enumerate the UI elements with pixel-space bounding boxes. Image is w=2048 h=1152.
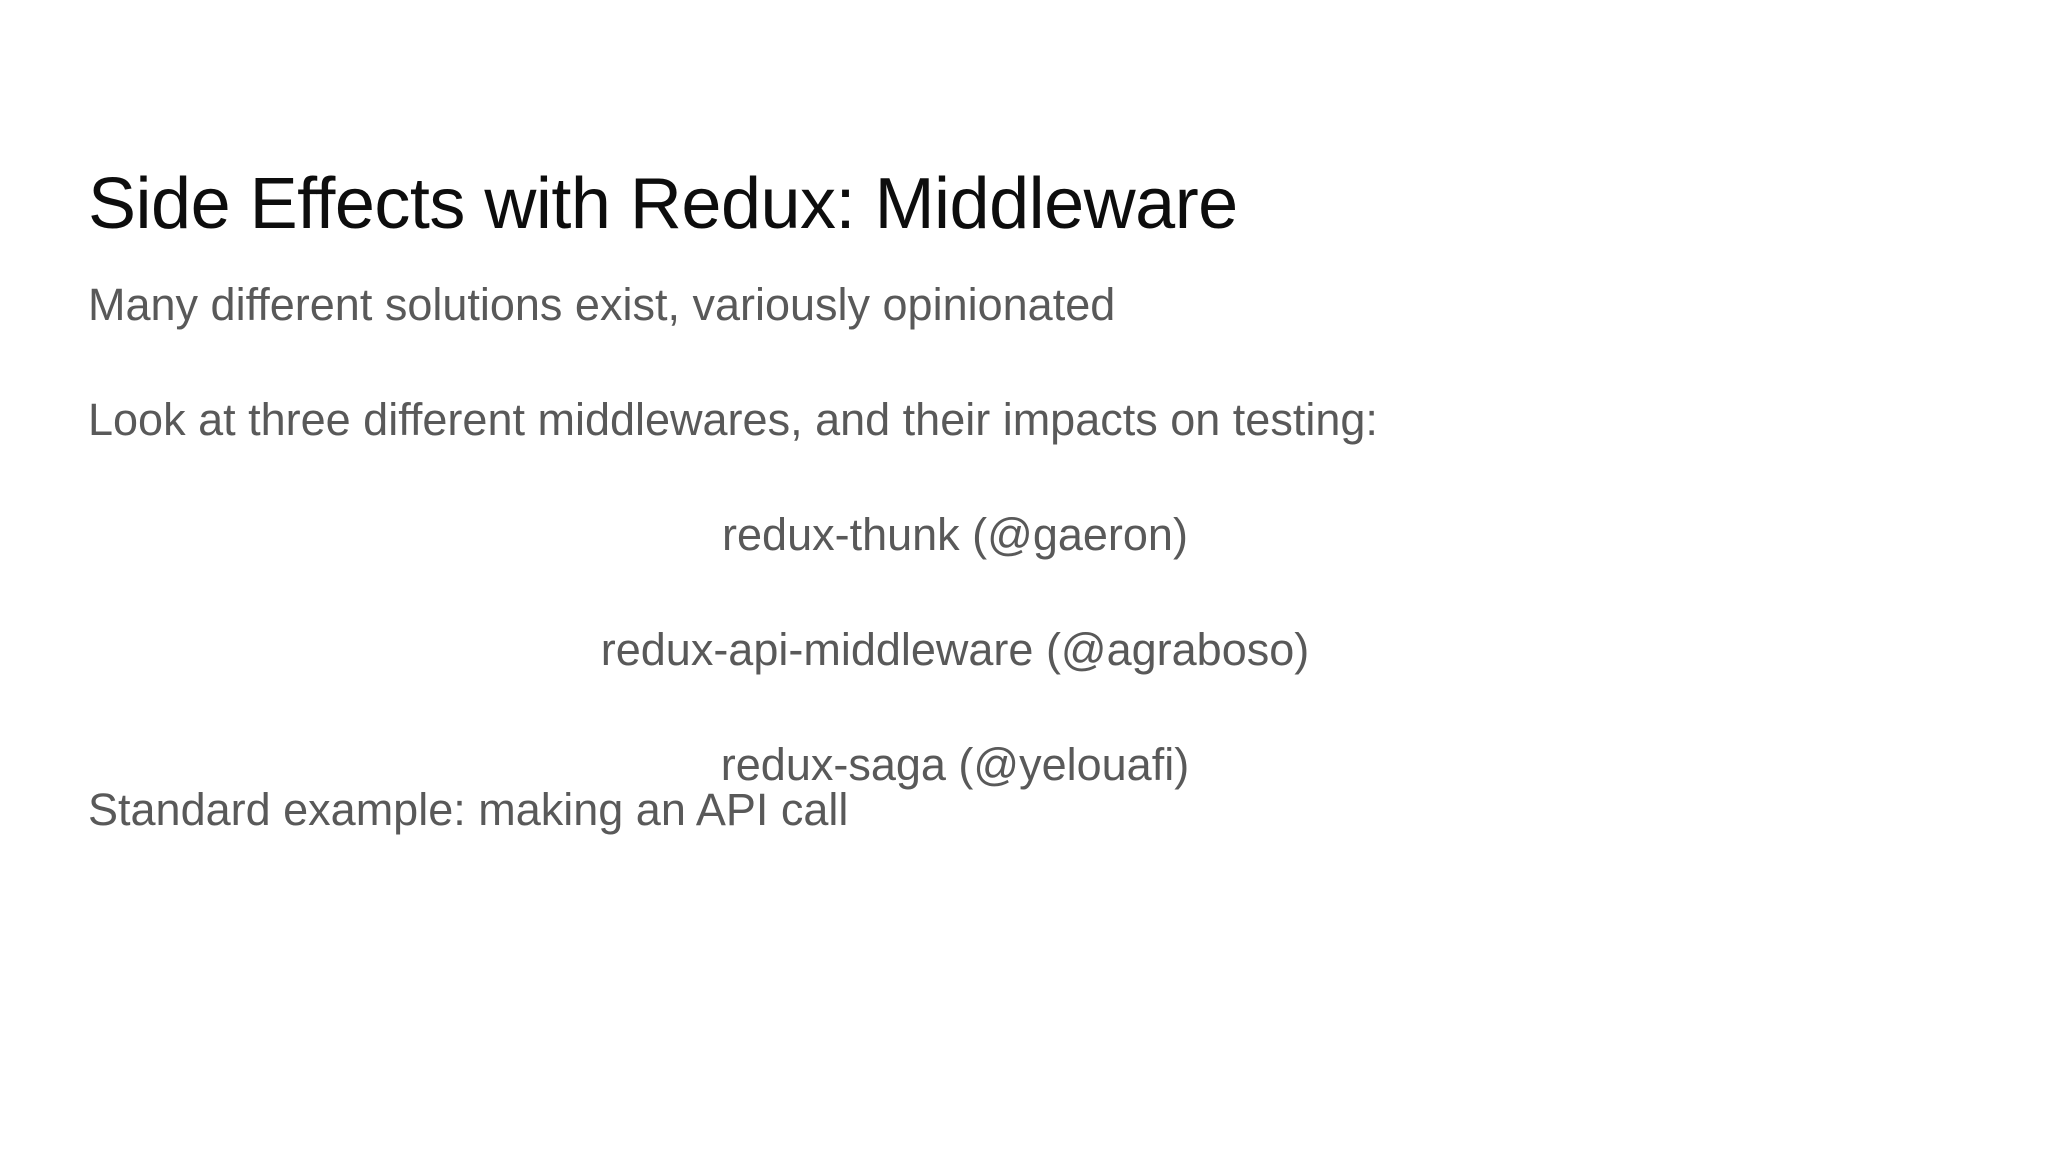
middleware-item-redux-api-middleware: redux-api-middleware (@agraboso) — [600, 624, 1310, 675]
middleware-item-redux-thunk: redux-thunk (@gaeron) — [722, 509, 1188, 560]
slide-body: Many different solutions exist, variousl… — [88, 282, 1968, 832]
middleware-item-redux-saga: redux-saga (@yelouafi) — [720, 739, 1190, 790]
body-line-solutions-exist: Many different solutions exist, variousl… — [88, 279, 1116, 330]
body-line-standard-example: Standard example: making an API call — [88, 784, 849, 835]
slide-title: Side Effects with Redux: Middleware — [88, 164, 1238, 245]
body-line-look-at-three: Look at three different middlewares, and… — [88, 394, 1378, 445]
middleware-list: redux-thunk (@gaeron) redux-api-middlewa… — [0, 512, 1910, 787]
